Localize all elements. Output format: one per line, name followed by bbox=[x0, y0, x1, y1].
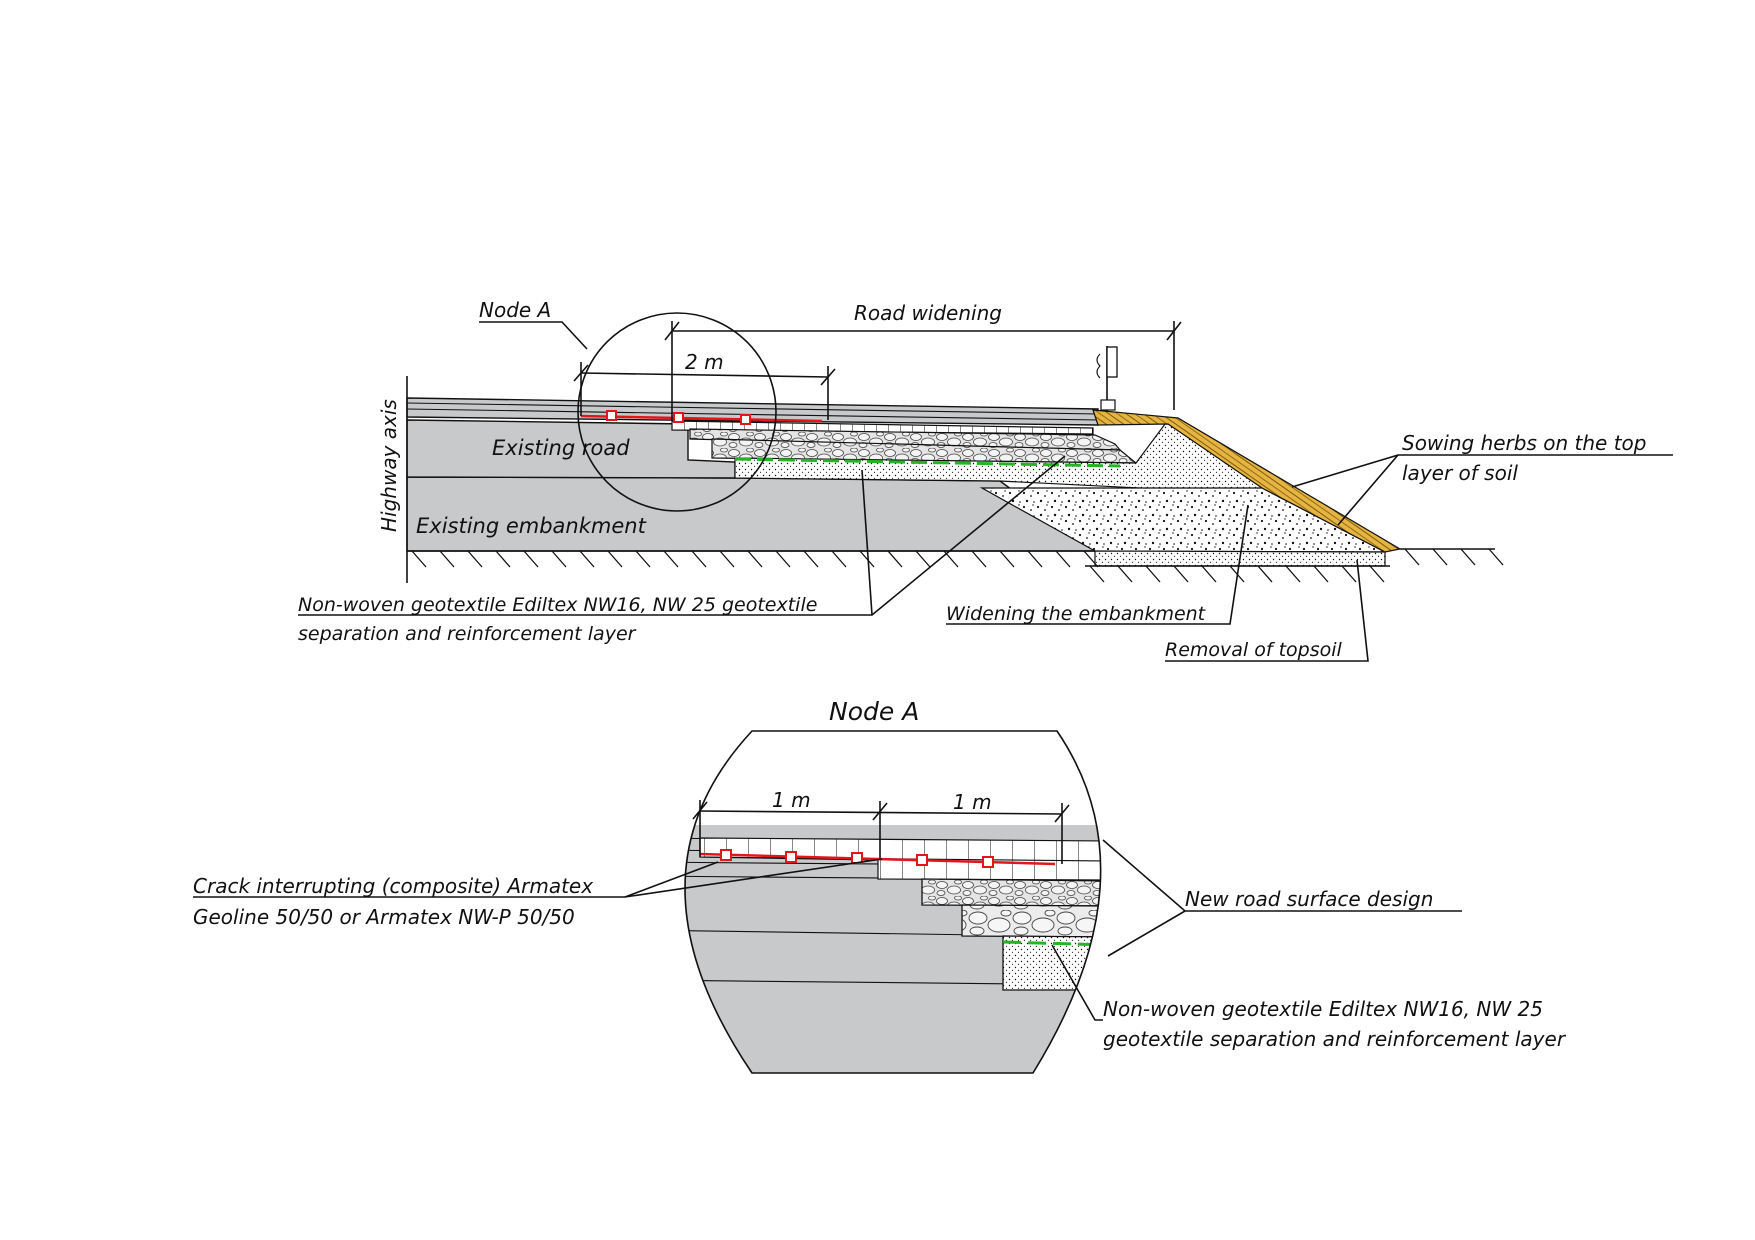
ground-hatch-tick bbox=[1173, 565, 1189, 583]
ground-hatch-tick bbox=[915, 550, 931, 568]
ground-hatch-tick bbox=[747, 550, 763, 568]
topsoil-slope bbox=[1092, 409, 1402, 553]
grid-node-marker bbox=[740, 414, 751, 425]
ground-hatch-tick bbox=[1257, 565, 1273, 583]
detail-geotextile-leader bbox=[1051, 944, 1103, 1021]
crack-interrupting-label-2: Geoline 50/50 or Armatex NW-P 50/50 bbox=[193, 905, 575, 929]
ground-hatch-tick bbox=[1488, 548, 1504, 566]
sowing-herbs-label-2: layer of soil bbox=[1402, 461, 1518, 485]
detail-stone-layer-2 bbox=[961, 904, 1101, 938]
ground-hatch-tick bbox=[831, 550, 847, 568]
ground-hatch-tick bbox=[691, 550, 707, 568]
detail-dimensions bbox=[692, 800, 1070, 864]
one-m-left-label: 1 m bbox=[772, 788, 811, 812]
detail-grid-node-marker bbox=[720, 849, 732, 861]
stone-base-layer-1 bbox=[689, 428, 1122, 451]
node-a-label: Node A bbox=[479, 298, 551, 322]
detail-stone-layer-1 bbox=[921, 878, 1101, 907]
ground-hatch-tick bbox=[719, 550, 735, 568]
ground-hatch-tick bbox=[663, 550, 679, 568]
main-geotextile-label-2: separation and reinforcement layer bbox=[298, 623, 637, 645]
widening-embankment-leader bbox=[946, 504, 1249, 625]
ground-hatch-tick bbox=[1027, 550, 1043, 568]
node-a-circle bbox=[577, 312, 777, 512]
main-geotextile-line bbox=[734, 457, 1121, 468]
ground-hatch-tick bbox=[1432, 548, 1448, 566]
node-a-detail: Node A 1 m 1 m Crack interrupting (compo… bbox=[193, 697, 1567, 1074]
ground-hatch-tick bbox=[1055, 550, 1071, 568]
detail-grid-node-marker bbox=[982, 856, 994, 868]
ground-hatch-tick bbox=[467, 550, 483, 568]
ground-hatch-tick bbox=[803, 550, 819, 568]
main-geotextile-leader-2 bbox=[861, 469, 873, 616]
detail-grid-node-marker bbox=[785, 851, 797, 863]
one-m-right-label: 1 m bbox=[953, 790, 992, 814]
existing-embankment-label: Existing embankment bbox=[416, 514, 647, 538]
crack-interrupting-label-1: Crack interrupting (composite) Armatex bbox=[193, 874, 593, 898]
main-reinforcement-grid bbox=[580, 414, 823, 423]
detail-geotextile-label-1: Non-woven geotextile Ediltex NW16, NW 25 bbox=[1103, 997, 1543, 1021]
grid-node-marker bbox=[606, 410, 617, 421]
ground-hatch-tick bbox=[1460, 548, 1476, 566]
widening-embankment-label: Widening the embankment bbox=[946, 603, 1207, 625]
ground-hatch-tick bbox=[607, 550, 623, 568]
sowing-herbs-label-1: Sowing herbs on the top bbox=[1402, 431, 1646, 455]
ground-hatch-tick bbox=[1404, 548, 1420, 566]
ground-hatch-tick bbox=[1117, 565, 1133, 583]
detail-geotextile-label-2: geotextile separation and reinforcement … bbox=[1103, 1027, 1567, 1051]
main-cross-section: Node A Road widening 2 m Highway axis Ex… bbox=[298, 298, 1673, 662]
new-surface-label: New road surface design bbox=[1185, 887, 1433, 911]
ground-hatch-tick bbox=[551, 550, 567, 568]
ground-hatch-tick bbox=[1083, 550, 1099, 568]
highway-axis-label: Highway axis bbox=[377, 399, 401, 532]
node-a-detail-outline bbox=[684, 730, 1102, 1074]
ground-hatch-tick bbox=[775, 550, 791, 568]
ground-hatch-tick bbox=[999, 550, 1015, 568]
ground-hatch-tick bbox=[1145, 565, 1161, 583]
ground-hatch-tick bbox=[1369, 565, 1385, 583]
sowing-herbs-leader-2 bbox=[1337, 454, 1399, 526]
new-surface-leader-2 bbox=[1107, 910, 1186, 957]
crack-interrupting-leader-2 bbox=[624, 861, 719, 898]
existing-road-label: Existing road bbox=[492, 436, 630, 460]
ground-hatch-tick bbox=[411, 550, 427, 568]
road-widening-dimension bbox=[664, 321, 1182, 420]
ground-hatch-tick bbox=[439, 550, 455, 568]
ground-hatch-tick bbox=[579, 550, 595, 568]
grid-node-marker bbox=[673, 412, 684, 423]
ground-hatch-tick bbox=[971, 550, 987, 568]
ground-hatch-tick bbox=[859, 550, 875, 568]
ground-hatch-tick bbox=[1341, 565, 1357, 583]
ground-hatch-tick bbox=[887, 550, 903, 568]
guard-rail-post bbox=[1096, 346, 1118, 412]
two-m-label: 2 m bbox=[685, 350, 724, 374]
ground-hatch-tick bbox=[1089, 565, 1105, 583]
ground-hatch-tick bbox=[523, 550, 539, 568]
ground-hatch-tick bbox=[495, 550, 511, 568]
main-geotextile-label-1: Non-woven geotextile Ediltex NW16, NW 25… bbox=[298, 594, 817, 616]
road-widening-label: Road widening bbox=[854, 301, 1002, 325]
ground-hatching bbox=[411, 548, 1504, 583]
ground-hatch-tick bbox=[635, 550, 651, 568]
removal-topsoil-label: Removal of topsoil bbox=[1165, 639, 1343, 661]
ground-hatch-tick bbox=[1313, 565, 1329, 583]
ground-hatch-tick bbox=[1285, 565, 1301, 583]
detail-grid-node-marker bbox=[916, 854, 928, 866]
node-a-leader bbox=[479, 321, 588, 350]
ground-hatch-tick bbox=[1201, 565, 1217, 583]
detail-title: Node A bbox=[829, 697, 919, 726]
removal-topsoil-leader bbox=[1165, 559, 1369, 662]
